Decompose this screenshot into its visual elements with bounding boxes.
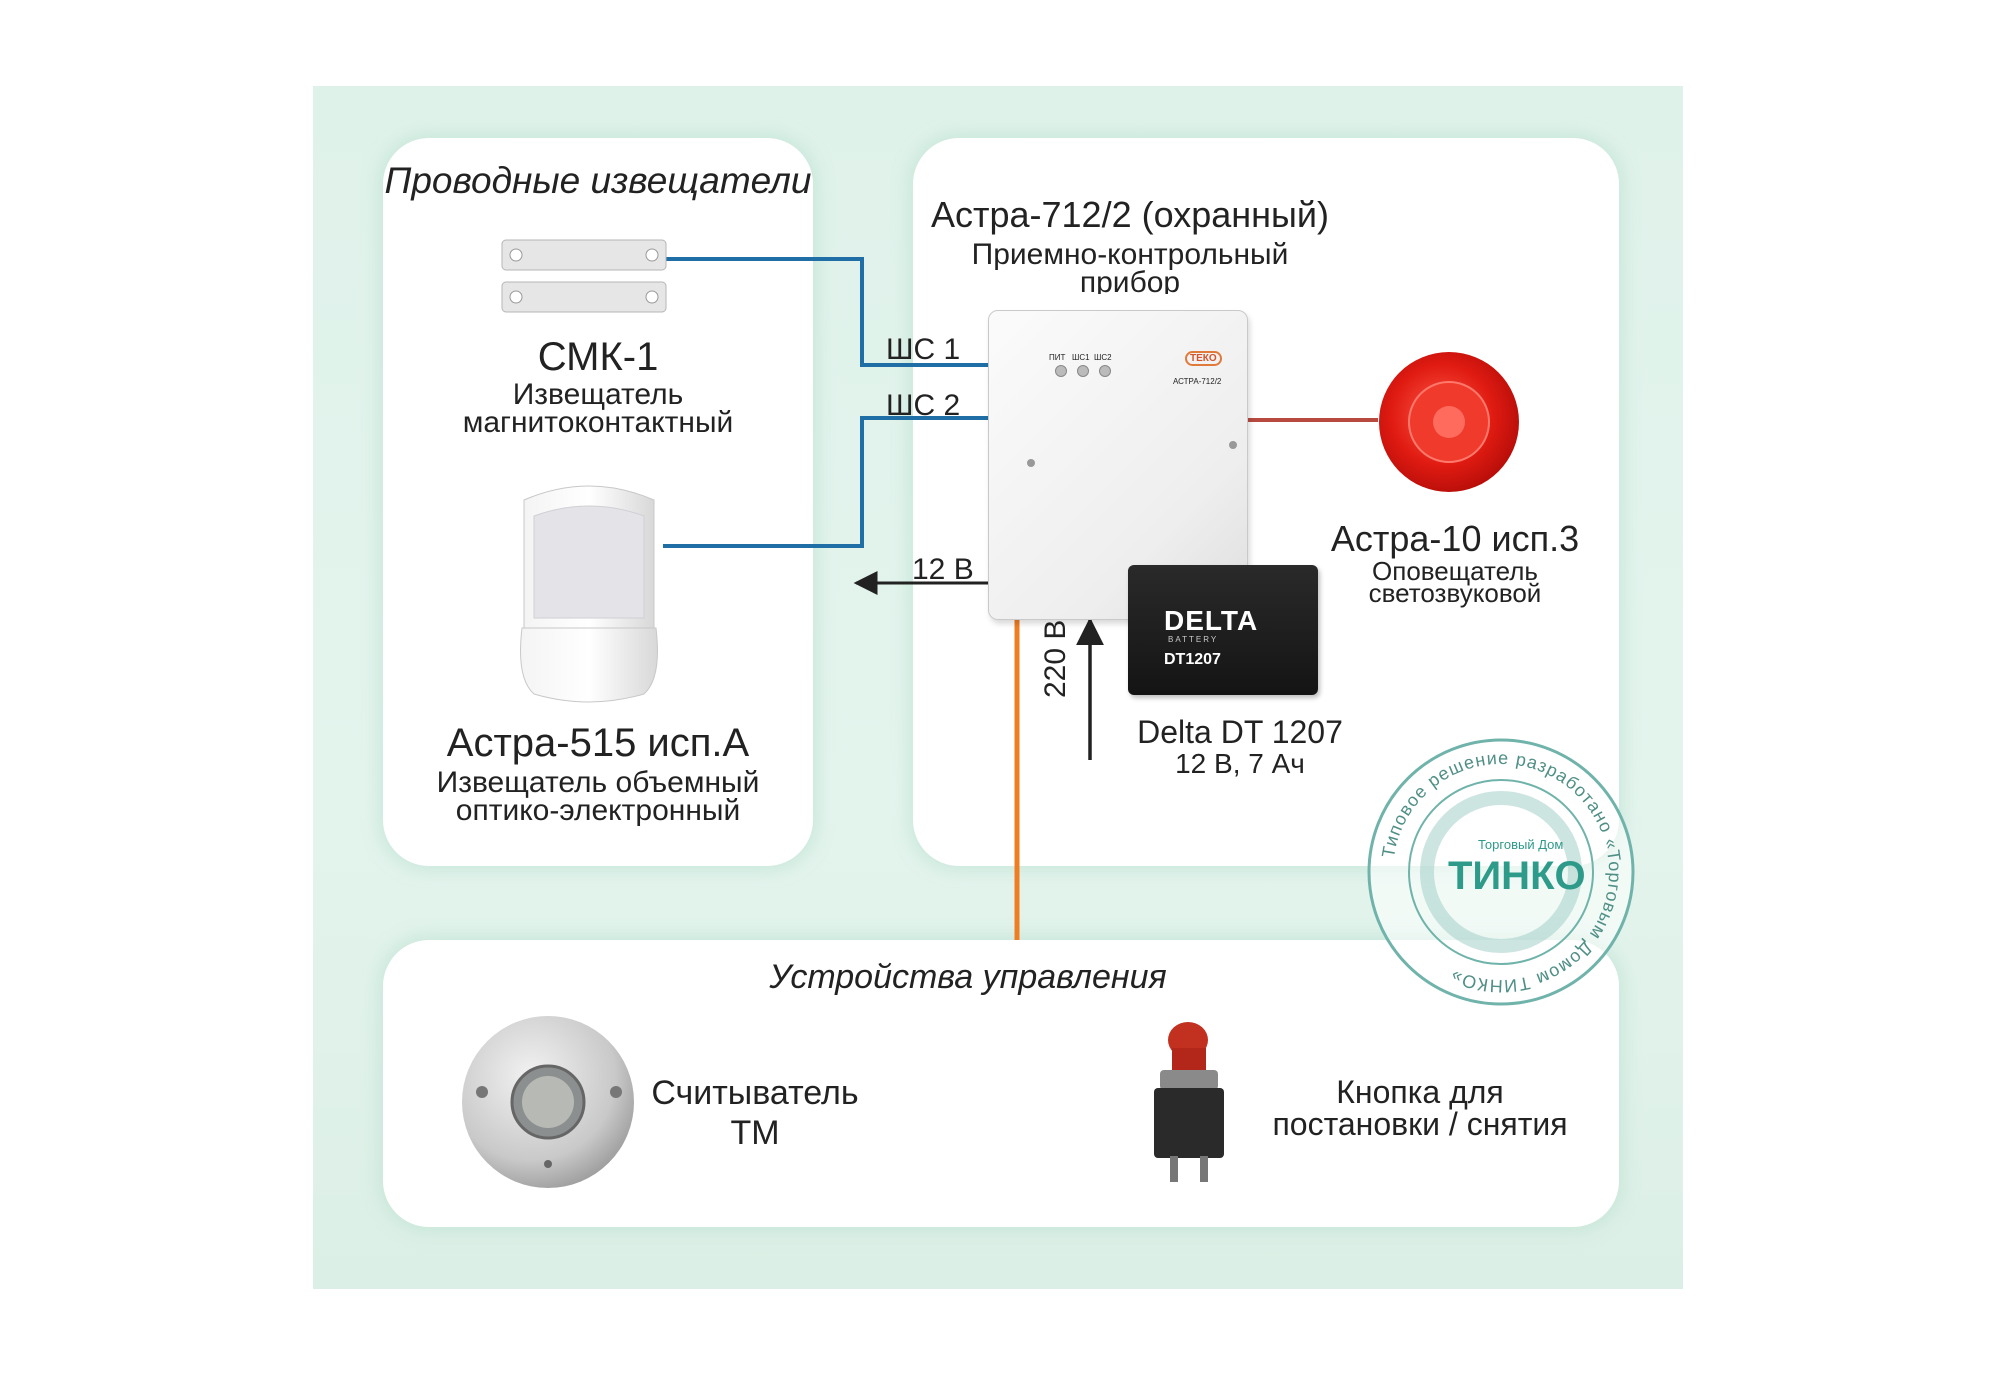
tm-reader-label-line2: ТМ: [730, 1114, 780, 1152]
astra10-siren-image: [1379, 352, 1519, 492]
smk1-desc-line1: Извещатель: [512, 378, 684, 411]
astra515-image: [520, 485, 658, 703]
astra712-name: Астра-712/2 (охранный): [930, 194, 1329, 235]
battery-image: DELTA BATTERY DT1207: [1128, 565, 1318, 695]
battery-brand-sub: BATTERY: [1168, 635, 1219, 644]
arm-button-label-line2: постановки / снятия: [1272, 1106, 1568, 1142]
loop2-label: ШС 2: [886, 389, 961, 422]
screw-left: [1027, 459, 1035, 467]
battery-model: DT1207: [1164, 651, 1221, 668]
smk1-name: СМК-1: [537, 335, 659, 379]
stamp-brand-small: Торговый Дом: [1478, 837, 1563, 852]
led-label-loop1: ШС1: [1072, 353, 1090, 362]
astra10-desc-line2: светозвуковой: [1368, 578, 1542, 608]
arm-button-label-line1: Кнопка для: [1336, 1074, 1504, 1110]
astra515-name: Астра-515 исп.А: [446, 721, 750, 765]
astra712-desc-line1: Приемно-контрольный: [971, 238, 1289, 271]
battery-spec: 12 В, 7 Ач: [1175, 748, 1305, 779]
tinko-stamp: Типовое решение разработано «Торговым До…: [1367, 738, 1635, 1006]
astra10-desc-line1: Оповещатель: [1372, 556, 1538, 586]
astra712-desc-line2: прибор: [1079, 268, 1181, 294]
tm-reader-label-line1: Считыватель: [651, 1074, 859, 1112]
astra515-desc-line1: Извещатель объемный: [436, 766, 760, 799]
out-12v-label: 12 В: [912, 553, 974, 586]
smk1-desc-line2: магнитоконтактный: [462, 406, 734, 439]
led-loop2: [1099, 365, 1111, 377]
led-power: [1055, 365, 1067, 377]
stamp-brand: ТИНКО: [1448, 854, 1586, 898]
led-label-power: ПИТ: [1049, 353, 1066, 362]
led-label-loop2: ШС2: [1094, 353, 1112, 362]
tm-reader-image: [462, 1016, 634, 1188]
loop1-wire: [663, 257, 988, 367]
control-devices-title: Устройства управления: [769, 958, 1167, 996]
screw-right: [1229, 441, 1237, 449]
astra10-name: Астра-10 исп.3: [1330, 518, 1580, 559]
wired-sensors-title: Проводные извещатели: [384, 160, 812, 201]
loop2-wire: [663, 416, 988, 548]
battery-name: Delta DT 1207: [1137, 714, 1343, 750]
astra515-desc-line2: оптико-электронный: [455, 794, 741, 827]
in-220v-label: 220 В: [1039, 619, 1072, 698]
teko-logo: ТЕКО: [1185, 351, 1222, 366]
led-loop1: [1077, 365, 1089, 377]
loop1-label: ШС 1: [886, 333, 961, 366]
arm-button-image: [1154, 1022, 1224, 1182]
astra712-box-label: АСТРА-712/2: [1173, 377, 1222, 386]
battery-brand: DELTA: [1164, 605, 1259, 636]
smk1-image: [501, 239, 667, 313]
